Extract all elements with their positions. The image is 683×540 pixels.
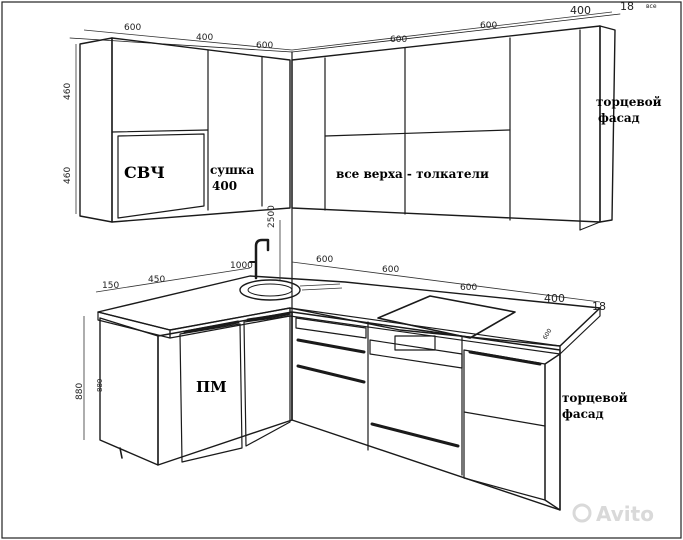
dim-600-top-right-a: 600 (390, 35, 407, 45)
dim-400-bottom: 400 (544, 292, 565, 305)
upper-cabinets-left (79, 37, 291, 223)
dim-400-top-left: 400 (196, 33, 213, 43)
label-dishwasher: ПМ (196, 378, 227, 396)
watermark-text: Avito (596, 502, 654, 526)
label-microwave: СВЧ (124, 163, 165, 182)
dim-460-lower: 460 (63, 167, 73, 184)
dim-600-top-left: 600 (124, 23, 141, 33)
label-end-panel-top-1: торцевой (596, 95, 662, 109)
dim-1000: 1000 (230, 261, 253, 271)
dimension-labels: 600 400 600 600 600 400 18 все 460 460 2… (63, 0, 657, 400)
dim-880-inner: 880 (96, 379, 104, 392)
watermark-logo-icon (572, 503, 592, 523)
label-uppers-note: все верха - толкатели (336, 167, 489, 181)
label-dryer-2: 400 (212, 179, 237, 193)
annotations: СВЧ сушка 400 все верха - толкатели торц… (124, 95, 662, 421)
lower-cabinets-right (291, 311, 561, 511)
dim-18-bottom: 18 (592, 300, 606, 313)
dim-18-top: 18 (620, 0, 634, 13)
dim-600-bottom-c: 600 (460, 283, 477, 293)
dim-460-upper: 460 (63, 83, 73, 100)
watermark: Avito (572, 502, 654, 526)
upper-cabinets-right (291, 25, 616, 231)
label-end-panel-bottom-2: фасад (562, 407, 604, 421)
countertop (97, 275, 601, 355)
dim-600-top-right-b: 600 (480, 21, 497, 31)
dim-top-corner-tag: все (646, 3, 657, 10)
dimension-lines (75, 11, 613, 440)
dim-450: 450 (148, 275, 165, 285)
label-end-panel-bottom-1: торцевой (562, 391, 628, 405)
room-walls (69, 13, 621, 421)
dim-depth: 600 (542, 327, 554, 341)
dim-2500: 2500 (267, 205, 277, 228)
dim-150: 150 (102, 281, 119, 291)
dim-400-top-right: 400 (570, 4, 591, 17)
dim-880-left: 880 (75, 383, 85, 400)
label-dryer-1: сушка (210, 163, 255, 177)
faucet-icon (249, 238, 270, 280)
sink-icon (239, 279, 343, 301)
dim-600-bottom-a: 600 (316, 255, 333, 265)
dim-600-corner: 600 (256, 41, 273, 51)
label-end-panel-top-2: фасад (598, 111, 640, 125)
dim-600-bottom-b: 600 (382, 265, 399, 275)
hob-icon (377, 295, 516, 339)
